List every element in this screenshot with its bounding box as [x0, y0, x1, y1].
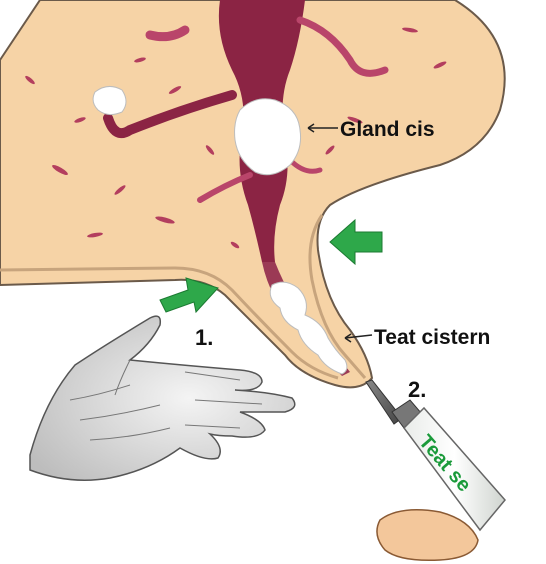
sealant-blob-small	[93, 86, 126, 114]
gland-cistern-label: Gland cis	[340, 118, 435, 141]
teat-cistern-label: Teat cistern	[374, 326, 490, 349]
step-2-label: 2.	[408, 377, 426, 402]
hand-illustration	[30, 316, 295, 480]
thumb	[377, 510, 478, 561]
green-arrow-right	[330, 220, 382, 264]
step-1-label: 1.	[195, 325, 213, 350]
teat-sealant-tube: Teat se	[366, 380, 505, 530]
